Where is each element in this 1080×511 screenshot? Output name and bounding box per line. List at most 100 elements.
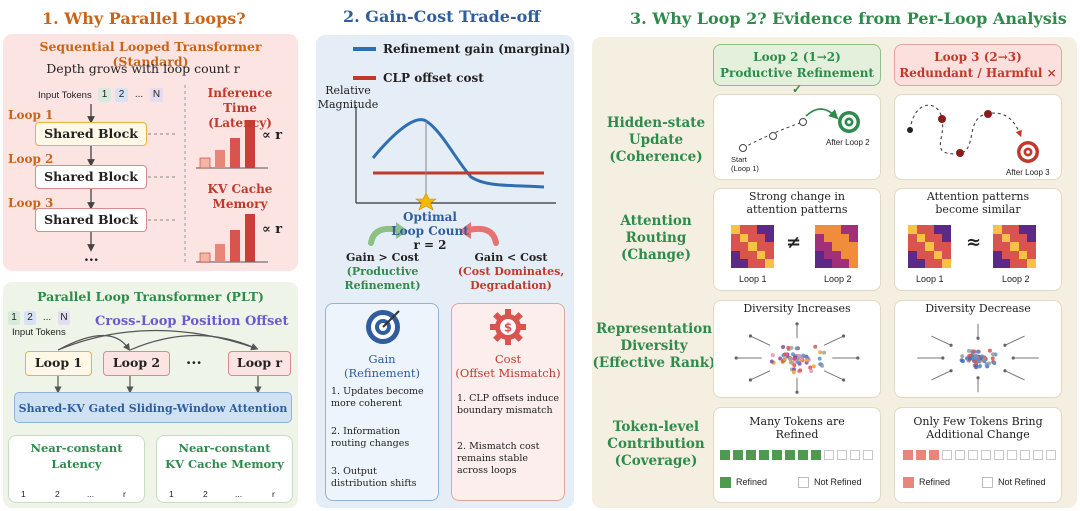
row-label-hidden-state: Hidden-state Update (Coherence) — [596, 115, 716, 166]
gain-item-2: 2. Information routing changes — [331, 426, 410, 449]
scatter-arrow-head — [949, 369, 953, 373]
loop2-title: Loop 2 (1→2) — [753, 50, 841, 64]
hidden-state-loop3-card — [894, 94, 1062, 180]
heatmap-cell — [815, 242, 824, 251]
input-tokens-label: Input Tokens — [38, 90, 92, 101]
scatter-arrow-head — [841, 334, 846, 338]
diversity-loop2-card — [713, 300, 881, 398]
row4-line2: Contribution — [607, 436, 705, 452]
heatmap-cell — [849, 250, 858, 260]
lat-tick-dots: ... — [87, 489, 95, 499]
approx-symbol: ≈ — [966, 232, 982, 253]
loop3-title: Loop 3 (2→3) — [934, 50, 1022, 64]
row-label-attention: Attention Routing (Change) — [596, 213, 716, 264]
scatter-point — [786, 345, 791, 350]
heatmap-cell — [925, 259, 934, 268]
scatter-point — [820, 363, 825, 368]
y-axis-label: Relative Magnitude — [316, 84, 380, 112]
scatter-arrow-head — [841, 378, 846, 382]
att2-title-1: Strong change in — [749, 190, 845, 203]
heatmap-cell — [731, 250, 740, 260]
heatmap-cell — [756, 225, 766, 234]
right-line-1: Gain < Cost — [474, 251, 548, 264]
heatmap-cell — [849, 242, 858, 251]
heatmap-cell — [832, 250, 841, 260]
latency-title: Near-constant Latency — [8, 440, 145, 472]
att3-title: Attention patterns become similar — [894, 190, 1062, 216]
heatmap-cell — [756, 259, 766, 268]
tok3-title-1: Only Few Tokens Bring — [913, 415, 1043, 428]
heatmap-cell — [933, 259, 943, 268]
heatmap-cell — [832, 233, 841, 243]
token-square — [720, 450, 730, 460]
optimal-line-1: Optimal — [403, 210, 457, 224]
heatmap-cell — [916, 242, 926, 251]
scatter-point — [992, 361, 997, 366]
heatmap-cell — [993, 225, 1002, 234]
heatmap-cell — [765, 250, 774, 260]
heatmap-cell — [916, 250, 926, 260]
heatmap-cell — [1018, 250, 1028, 260]
row1-line2: Update — [628, 132, 684, 148]
heatmap-cell — [942, 259, 951, 268]
memory-title-text: Near-constant — [178, 441, 271, 455]
row4-line1: Token-level — [612, 419, 700, 435]
latency-title-text: Near-constant — [30, 441, 123, 455]
ylabel-line-1: Relative — [325, 84, 371, 97]
heatmap-cell — [1010, 242, 1019, 251]
heatmap-cell — [908, 242, 917, 251]
target-icon — [366, 310, 400, 344]
diversity-loop3-scatter — [917, 323, 1039, 393]
scatter-arrow — [931, 335, 952, 346]
hs-start-2: (Loop 1) — [731, 164, 759, 173]
loop3-header: Loop 3 (2→3) Redundant / Harmful × — [894, 44, 1062, 86]
token-square — [916, 450, 926, 460]
legend-cost: CLP offset cost — [383, 71, 484, 85]
heatmap-cell — [823, 242, 833, 251]
scatter-point — [792, 363, 797, 368]
scatter-point — [818, 350, 823, 355]
optimal-loop-label: Optimal Loop Count r = 2 — [380, 210, 480, 252]
row4-line3: (Coverage) — [614, 453, 698, 469]
left-line-3: Refinement) — [344, 279, 421, 292]
gain-sub-text: (Refinement) — [343, 366, 421, 380]
heatmap-cell — [908, 259, 917, 268]
scatter-arrow-head — [1003, 343, 1007, 347]
heatmap-cell — [756, 233, 766, 243]
gain-title-text: Gain — [368, 352, 396, 366]
div3-title: Diversity Decrease — [925, 302, 1031, 315]
loop2-sub: Productive Refinement ✓ — [720, 66, 874, 96]
scatter-point — [813, 344, 818, 349]
gain-item-3: 3. Output distribution shifts — [331, 466, 417, 489]
tradeoff-chart — [353, 47, 556, 246]
scatter-arrow — [1004, 335, 1025, 346]
token-square — [785, 450, 795, 460]
token-square — [1046, 450, 1056, 460]
kv-title-text: KV Cache — [207, 182, 273, 196]
plt-loop-1: Loop 1 — [25, 351, 92, 376]
heatmap-cell — [731, 233, 740, 243]
optimal-line-2: Loop Count — [391, 224, 469, 238]
plt-input-label: Input Tokens — [12, 327, 66, 338]
scatter-point — [783, 352, 788, 357]
shared-block-3: Shared Block — [35, 208, 147, 232]
scatter-arrow-head — [949, 343, 953, 347]
hs-after2-label: After Loop 2 — [826, 138, 870, 147]
row-label-token: Token-level Contribution (Coverage) — [596, 419, 716, 470]
att2-title-2: attention patterns — [746, 203, 848, 216]
tok2-title: Many Tokens are Refined — [713, 415, 881, 441]
heatmap-cell — [1018, 242, 1028, 251]
heatmap-cell — [832, 242, 841, 251]
scatter-point — [809, 368, 814, 373]
legend-refined-swatch-2 — [720, 477, 731, 488]
kv-cache-title: KV Cache Memory — [190, 182, 290, 212]
cross-loop-offset-label: Cross-Loop Position Offset — [95, 314, 289, 329]
section-3-title: 3. Why Loop 2? Evidence from Per-Loop An… — [630, 9, 1067, 28]
heatmap-cell — [942, 242, 951, 251]
inference-title-text: Inference Time — [207, 86, 273, 115]
legend-notrefined-2: Not Refined — [814, 477, 862, 487]
hs-start-1: Start — [731, 155, 747, 164]
scatter-point — [991, 352, 996, 357]
scatter-arrow-head — [1011, 356, 1015, 360]
token-square — [746, 450, 756, 460]
